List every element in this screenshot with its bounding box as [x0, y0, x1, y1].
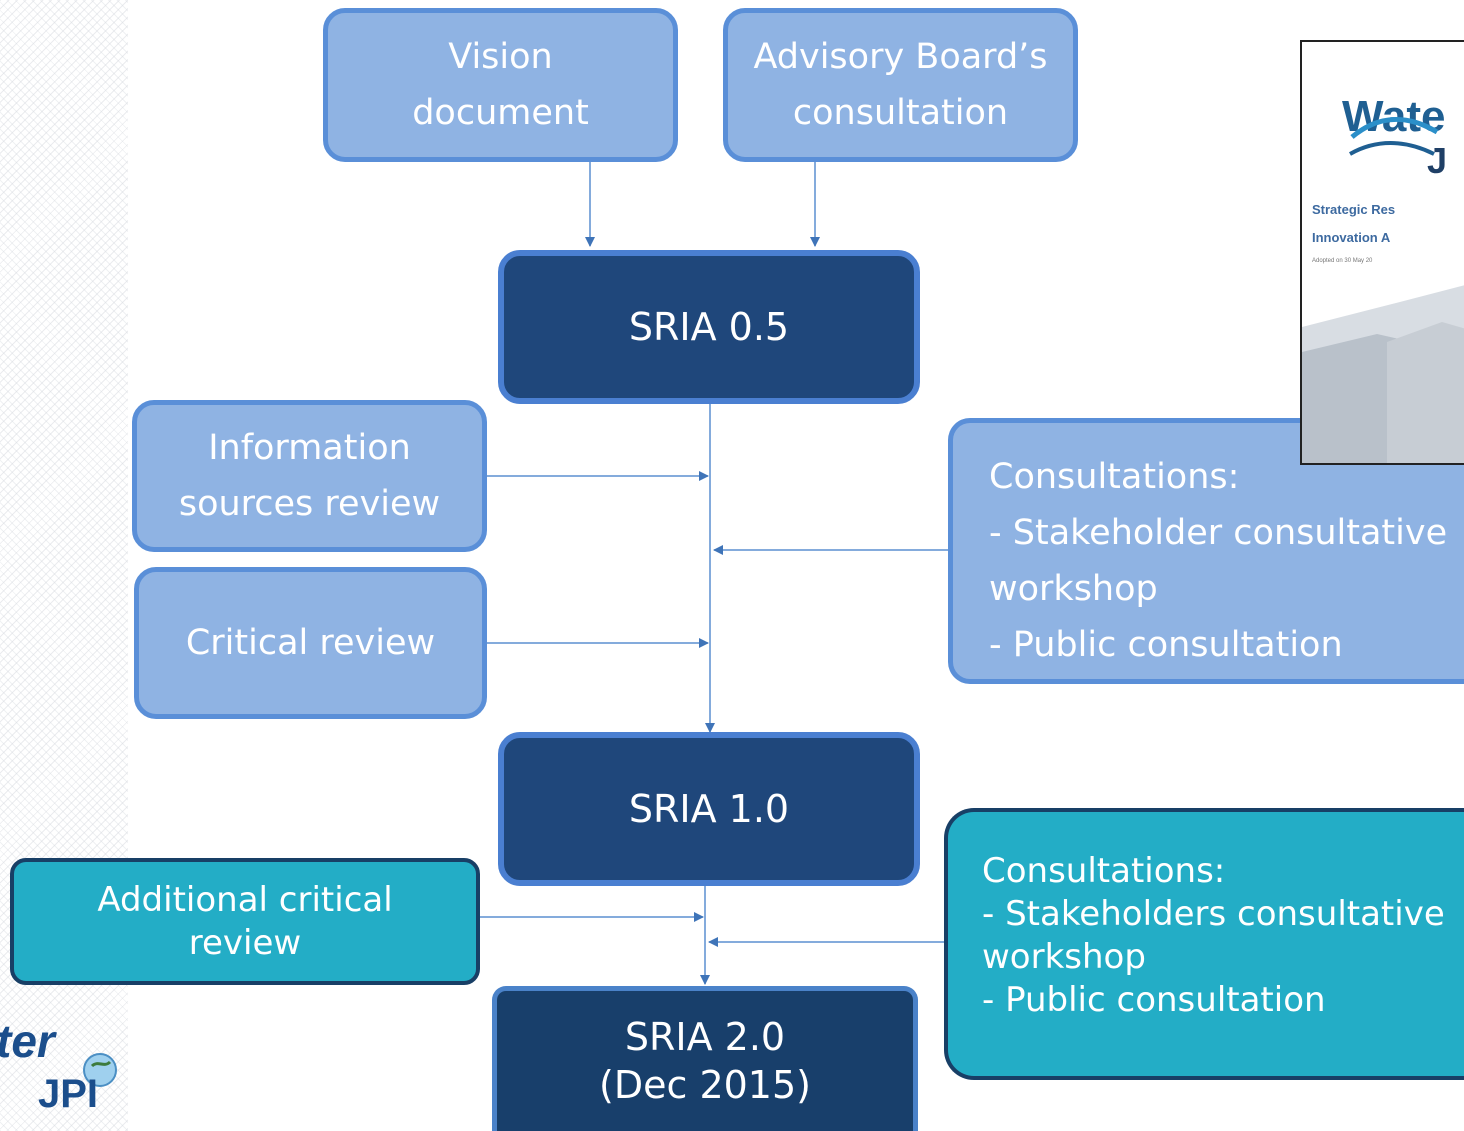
cover-wave-graphic — [1302, 117, 1464, 463]
cover-subtitle-line2: Innovation A — [1312, 230, 1391, 245]
cover-brand-subtitle: J — [1427, 140, 1448, 181]
logo-text-water: ter — [0, 1015, 55, 1067]
critical-review-box: Critical review — [134, 567, 487, 719]
logo-globe-icon — [83, 1053, 117, 1087]
cover-adopted-date: Adopted on 30 May 20 — [1312, 258, 1373, 264]
logo-text-jpi: JPI — [38, 1072, 99, 1116]
additional-critical-review-box: Additional critical review — [10, 858, 480, 985]
cover-subtitle-line1: Strategic Res — [1312, 202, 1396, 217]
advisory-board-consultation-box: Advisory Board’s consultation — [723, 8, 1078, 162]
sria-1-0-box: SRIA 1.0 — [498, 732, 920, 886]
information-sources-review-box: Information sources review — [132, 400, 487, 552]
sria-0-5-box: SRIA 0.5 — [498, 250, 920, 404]
vision-document-box: Vision document — [323, 8, 678, 162]
sria-2-0-box: SRIA 2.0 (Dec 2015) — [492, 986, 918, 1131]
sria-document-cover-thumbnail: Wate J Strategic Res Innovation A Adopte… — [1300, 40, 1464, 465]
water-jpi-logo: ter JPI — [0, 1010, 130, 1131]
consultations-box-2: Consultations: - Stakeholders consultati… — [944, 808, 1464, 1080]
consultations-box-1: Consultations: - Stakeholder consultativ… — [948, 418, 1464, 684]
